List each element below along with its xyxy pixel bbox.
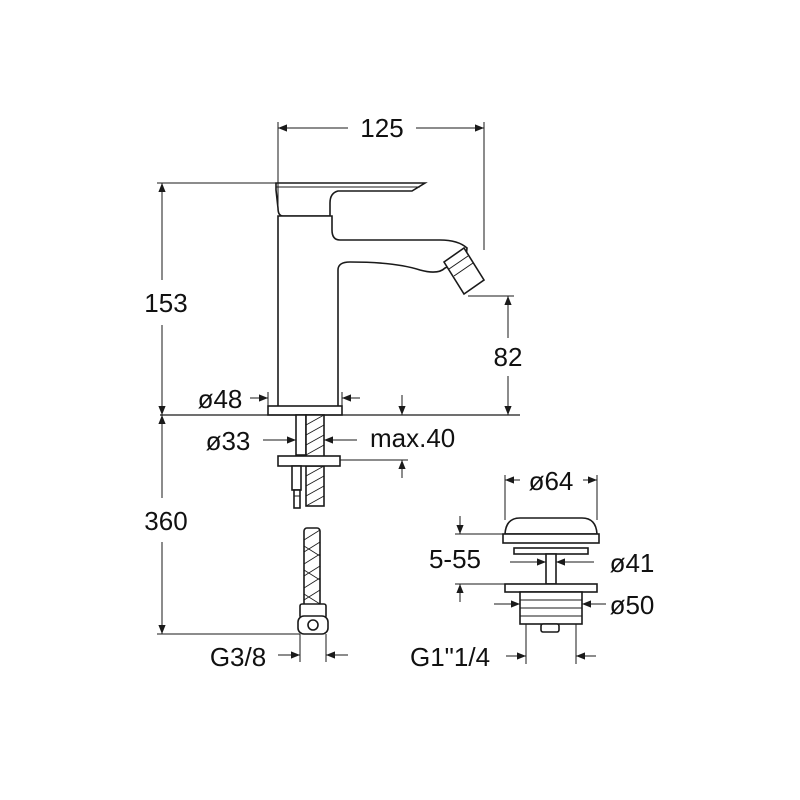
dimension-waste-hole-diameter: ø41 — [510, 548, 654, 578]
dim-waste-flange-diameter-label: ø50 — [610, 590, 655, 620]
dimension-height: 153 — [144, 182, 276, 415]
aerator-nozzle — [442, 246, 486, 296]
dim-hose-thread-label: G3/8 — [210, 642, 266, 672]
base-ring — [267, 405, 343, 416]
dimension-waste-range: 5-55 — [429, 516, 505, 602]
dim-height-label: 153 — [144, 288, 187, 318]
dimension-hose-length: 360 — [144, 415, 300, 635]
dim-max-thickness-label: max.40 — [370, 423, 455, 453]
dimension-max-thickness: max.40 — [340, 395, 455, 478]
dim-shank-diameter-label: ø33 — [206, 426, 251, 456]
dimension-hose-thread: G3/8 — [210, 634, 348, 672]
dim-waste-range-label: 5-55 — [429, 544, 481, 574]
dimension-waste-thread: G1"1/4 — [410, 624, 596, 672]
dimension-total-length: 125 — [277, 113, 485, 250]
dim-waste-hole-diameter-label: ø41 — [610, 548, 655, 578]
dim-waste-cap-diameter-label: ø64 — [529, 466, 574, 496]
waste-valve — [502, 517, 600, 633]
dim-waste-thread-label: G1"1/4 — [410, 642, 490, 672]
supply-hose — [297, 527, 329, 635]
dimension-shank-diameter: ø33 — [206, 426, 357, 456]
dimension-spout-height: 82 — [468, 295, 523, 415]
dimension-base-diameter: ø48 — [198, 384, 360, 414]
faucet-body — [267, 182, 486, 416]
dimension-waste-flange-diameter: ø50 — [494, 590, 654, 620]
dim-spout-height-label: 82 — [494, 342, 523, 372]
dim-hose-length-label: 360 — [144, 506, 187, 536]
mounting-shank — [277, 414, 341, 509]
dimension-waste-cap-diameter: ø64 — [504, 466, 598, 520]
dim-total-length-label: 125 — [360, 113, 403, 143]
dim-base-diameter-label: ø48 — [198, 384, 243, 414]
